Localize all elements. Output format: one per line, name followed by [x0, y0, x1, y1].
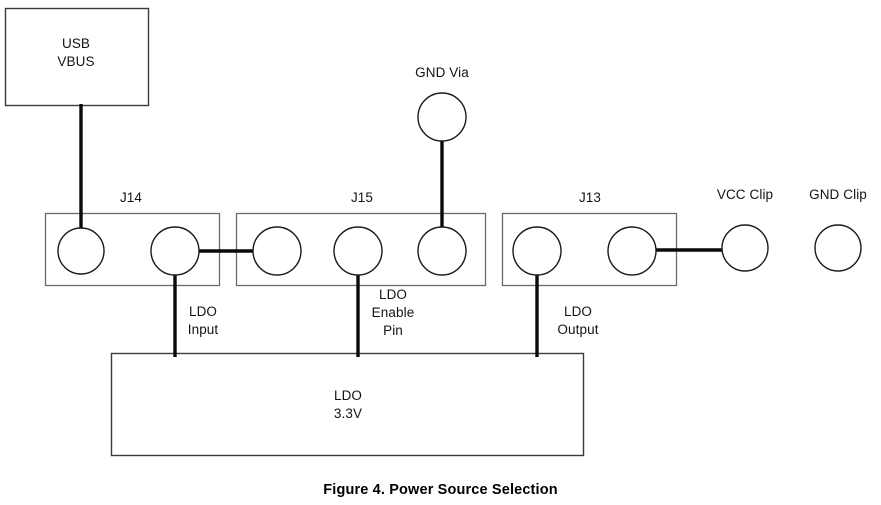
ldo-enable-label-line2: Enable [371, 305, 415, 320]
pin-j15-2[interactable] [333, 226, 383, 276]
gnd-clip-pad[interactable] [814, 224, 862, 272]
pin-j13-1[interactable] [512, 226, 562, 276]
gnd-clip-label: GND Clip [809, 187, 867, 202]
pad-group [417, 92, 862, 272]
pin-j15-3[interactable] [417, 226, 467, 276]
wire-group [79, 104, 726, 357]
pin-j14-1[interactable] [57, 227, 105, 275]
gnd-via-label: GND Via [415, 65, 469, 80]
usb-vbus-label-line2: VBUS [57, 54, 95, 69]
vcc-clip-pad[interactable] [721, 224, 769, 272]
pin-j15-1[interactable] [252, 226, 302, 276]
ldo-block [110, 352, 585, 457]
connector-pins [57, 226, 657, 276]
ldo-output-label-line1: LDO [563, 304, 593, 319]
gnd-via-pad[interactable] [417, 92, 467, 142]
connector-label-j15: J15 [350, 190, 374, 205]
ldo-block-label-line2: 3.3V [333, 406, 363, 421]
ldo-input-label-line1: LDO [188, 304, 218, 319]
figure-caption: Figure 4. Power Source Selection [323, 482, 558, 498]
ldo-block-label-line1: LDO [333, 388, 363, 403]
pin-j14-2[interactable] [150, 226, 200, 276]
usb-vbus-label-line1: USB [61, 36, 91, 51]
pin-j13-2[interactable] [607, 226, 657, 276]
ldo-input-label-line2: Input [187, 322, 219, 337]
ldo-enable-label-line1: LDO [378, 287, 408, 302]
connector-label-j14: J14 [119, 190, 143, 205]
usb-vbus-block [4, 7, 150, 107]
ldo-output-label-line2: Output [557, 322, 599, 337]
ldo-enable-label-line3: Pin [383, 323, 403, 338]
vcc-clip-label: VCC Clip [716, 187, 774, 202]
connector-label-j13: J13 [578, 190, 602, 205]
